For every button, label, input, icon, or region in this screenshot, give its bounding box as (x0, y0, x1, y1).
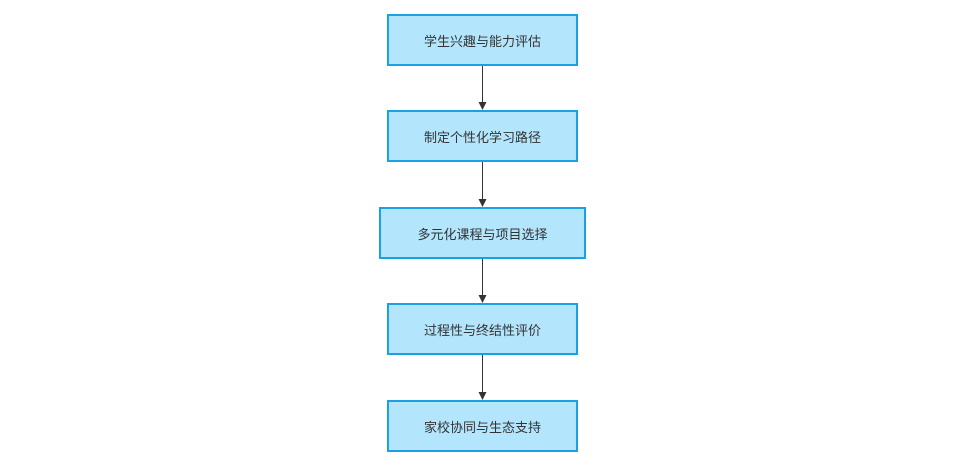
node-interest-ability-assessment: 学生兴趣与能力评估 (387, 14, 578, 66)
node-home-school-collaboration: 家校协同与生态支持 (387, 400, 578, 452)
node-label: 学生兴趣与能力评估 (423, 34, 541, 50)
node-label: 多元化课程与项目选择 (417, 227, 548, 243)
node-formative-summative-evaluation: 过程性与终结性评价 (387, 303, 578, 355)
node-label: 制定个性化学习路径 (423, 130, 541, 146)
node-label: 家校协同与生态支持 (423, 420, 541, 436)
node-personalized-learning-path: 制定个性化学习路径 (387, 110, 578, 162)
node-diversified-course-selection: 多元化课程与项目选择 (379, 207, 586, 259)
node-label: 过程性与终结性评价 (423, 323, 541, 339)
